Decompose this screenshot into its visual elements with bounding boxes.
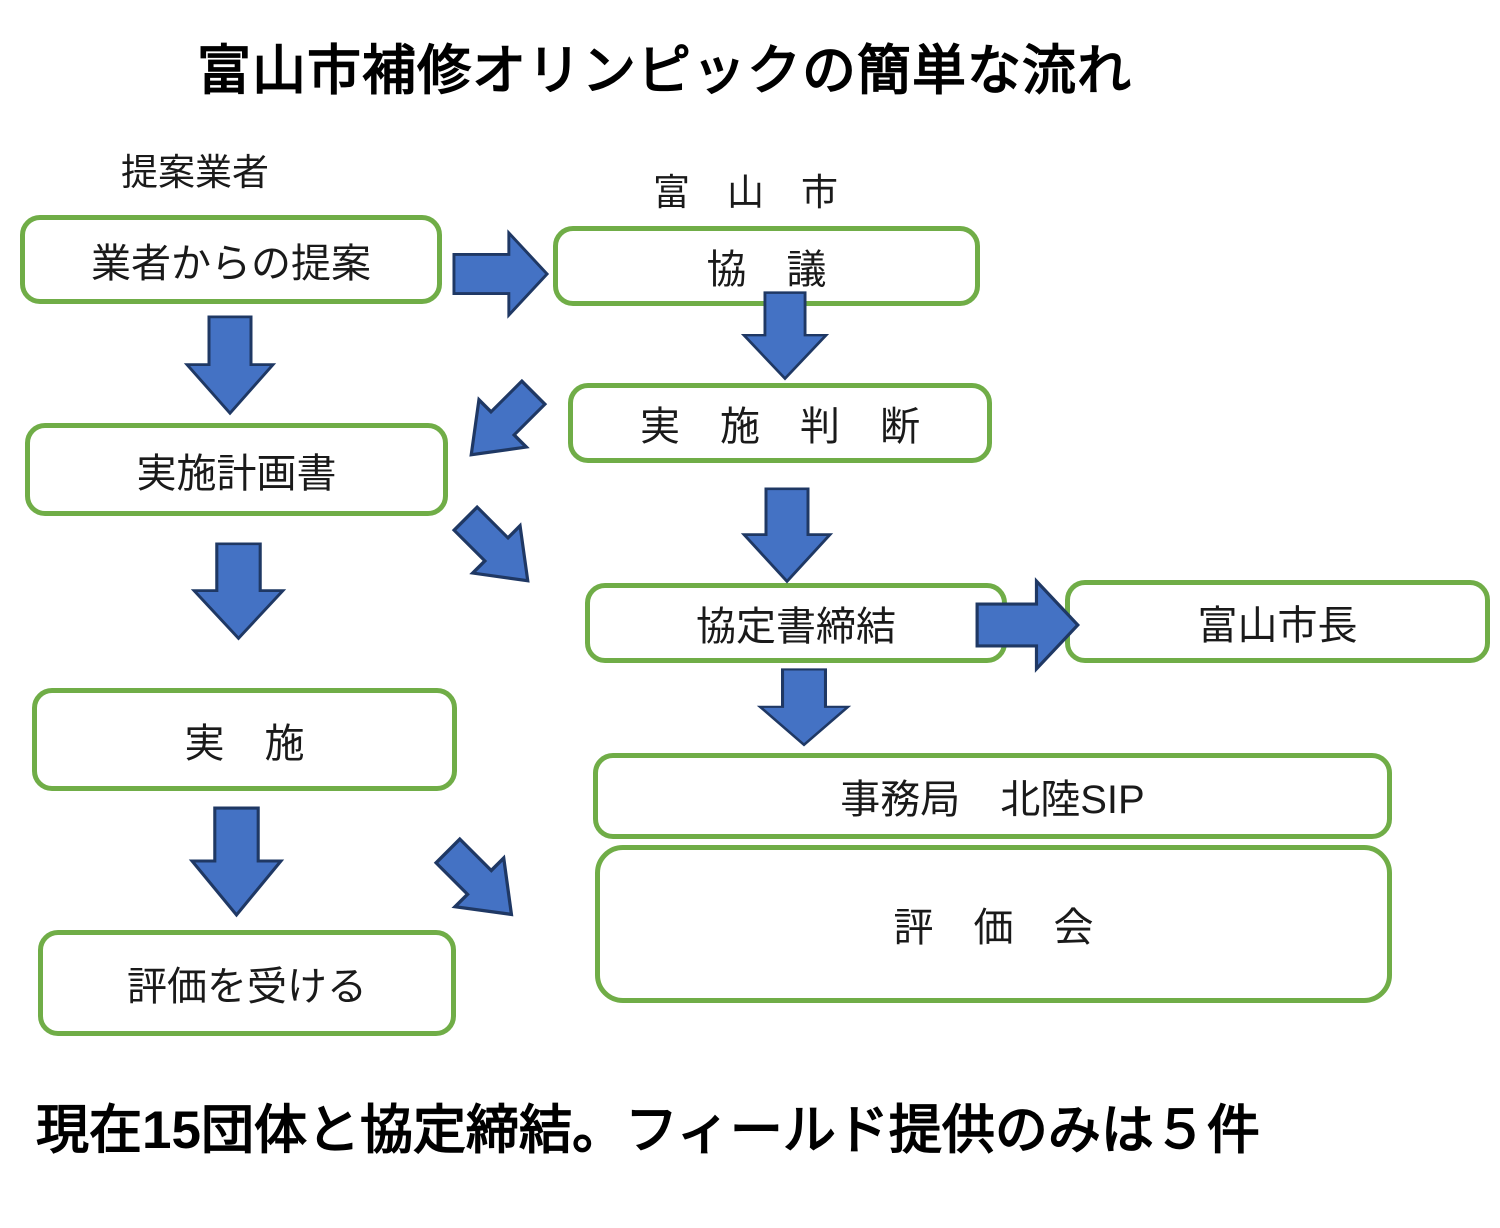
page-title: 富山市補修オリンピックの簡単な流れ [197, 41, 1132, 101]
flow-box-evaluation-meeting: 評 価 会 [595, 845, 1392, 1003]
flow-box-label: 評 価 会 [893, 906, 1094, 950]
flow-box-label: 富山市長 [1197, 603, 1358, 648]
arrow-down-icon [740, 291, 830, 381]
arrow-down-icon [740, 487, 834, 584]
column-header-toyama-city: 富 山 市 [653, 172, 838, 213]
flow-box-vendor-proposal: 業者からの提案 [20, 215, 442, 304]
arrow-down-icon [188, 806, 285, 918]
flow-box-label: 業者からの提案 [91, 241, 371, 286]
flow-box-implementation-decision: 実 施 判 断 [568, 383, 992, 463]
flow-box-agreement-signing: 協定書締結 [585, 583, 1007, 663]
flow-box-implementation: 実 施 [32, 688, 457, 791]
arrow-diagonal-down-right-icon [421, 824, 538, 941]
column-header-proposer: 提案業者 [121, 152, 269, 193]
flow-box-label: 協 議 [706, 248, 827, 292]
flow-box-label: 評価を受ける [127, 965, 367, 1009]
arrow-diagonal-down-left-icon [445, 367, 560, 482]
footer-note: 現在15団体と協定締結。フィールド提供のみは５件 [36, 1101, 1260, 1160]
arrow-right-icon [452, 229, 550, 319]
arrow-down-icon [756, 668, 852, 747]
flow-box-toyama-mayor: 富山市長 [1065, 580, 1490, 663]
flow-box-implementation-plan: 実施計画書 [25, 423, 448, 516]
flow-box-label: 実施計画書 [136, 451, 337, 496]
flow-box-secretariat: 事務局 北陸SIP [593, 753, 1392, 839]
flow-box-label: 事務局 北陸SIP [840, 778, 1145, 822]
arrow-down-icon [190, 542, 287, 641]
flow-box-label: 協定書締結 [696, 605, 896, 649]
flow-box-label: 実 施 判 断 [640, 405, 920, 449]
flow-box-receive-evaluation: 評価を受ける [38, 930, 456, 1036]
arrow-down-icon [183, 315, 277, 416]
arrow-diagonal-down-right-icon [440, 493, 555, 608]
flow-box-label: 実 施 [184, 721, 305, 766]
arrow-right-icon [975, 577, 1081, 673]
